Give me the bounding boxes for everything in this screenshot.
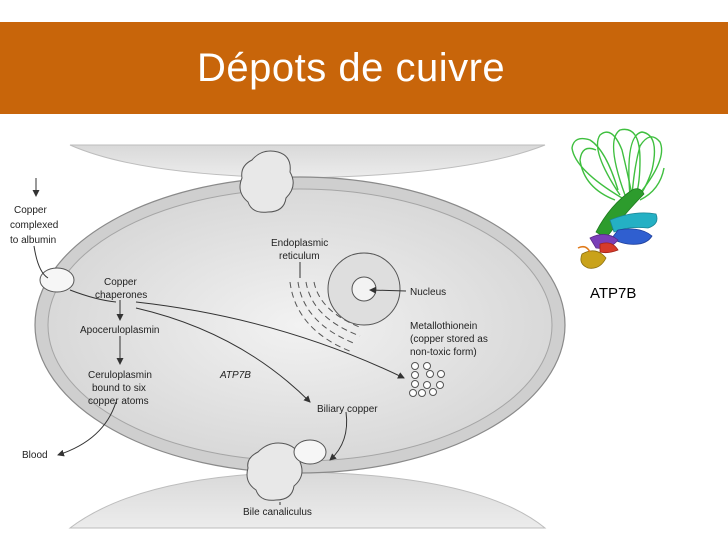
slide-title: Dépots de cuivre — [197, 46, 506, 90]
arrow-albumin-to-vesicle — [33, 245, 49, 279]
endoplasmic-reticulum-strands — [289, 281, 363, 353]
label-biliary-copper: Biliary copper — [317, 404, 378, 415]
label-blood: Blood — [22, 450, 48, 461]
atp7b-protein-structure — [571, 128, 665, 269]
bile-canaliculus-bottom — [246, 442, 303, 501]
arrow-nucleus-label — [369, 286, 407, 294]
neighbor-cell-bottom — [68, 471, 547, 529]
label-endoplasmic-reticulum: Endoplasmic reticulum — [271, 238, 331, 262]
neighbor-cell-top — [69, 144, 546, 179]
label-copper-complexed: Copper complexed to albumin — [10, 205, 61, 246]
arrow-to-blood — [57, 401, 117, 457]
nucleolus — [351, 276, 377, 302]
arrow-biliary-to-bile — [329, 411, 348, 461]
vesicle-bottom — [293, 439, 327, 465]
metallothionein-granules — [409, 362, 445, 397]
vesicle-left — [39, 267, 75, 293]
arrow-chaperone-metallothionein — [135, 301, 405, 379]
title-bar — [0, 22, 728, 114]
label-ceruloplasmin: Ceruloplasmin bound to six copper atoms — [88, 370, 155, 407]
label-atp7b-arrow: ATP7B — [219, 370, 251, 381]
atp7b-caption: ATP7B — [590, 285, 637, 302]
label-nucleus: Nucleus — [410, 287, 446, 298]
label-bile-canaliculus: Bile canaliculus — [243, 507, 312, 518]
arrow-chaperone-biliary — [135, 307, 311, 403]
label-metallothionein: Metallothionein (copper stored as non-to… — [410, 321, 491, 358]
bile-canaliculus-top — [239, 150, 294, 213]
arrow-vesicle-to-chaperone — [69, 289, 117, 303]
label-copper-chaperones: Copper chaperones — [95, 277, 147, 301]
label-apoceruloplasmin: Apoceruloplasmin — [80, 325, 160, 336]
